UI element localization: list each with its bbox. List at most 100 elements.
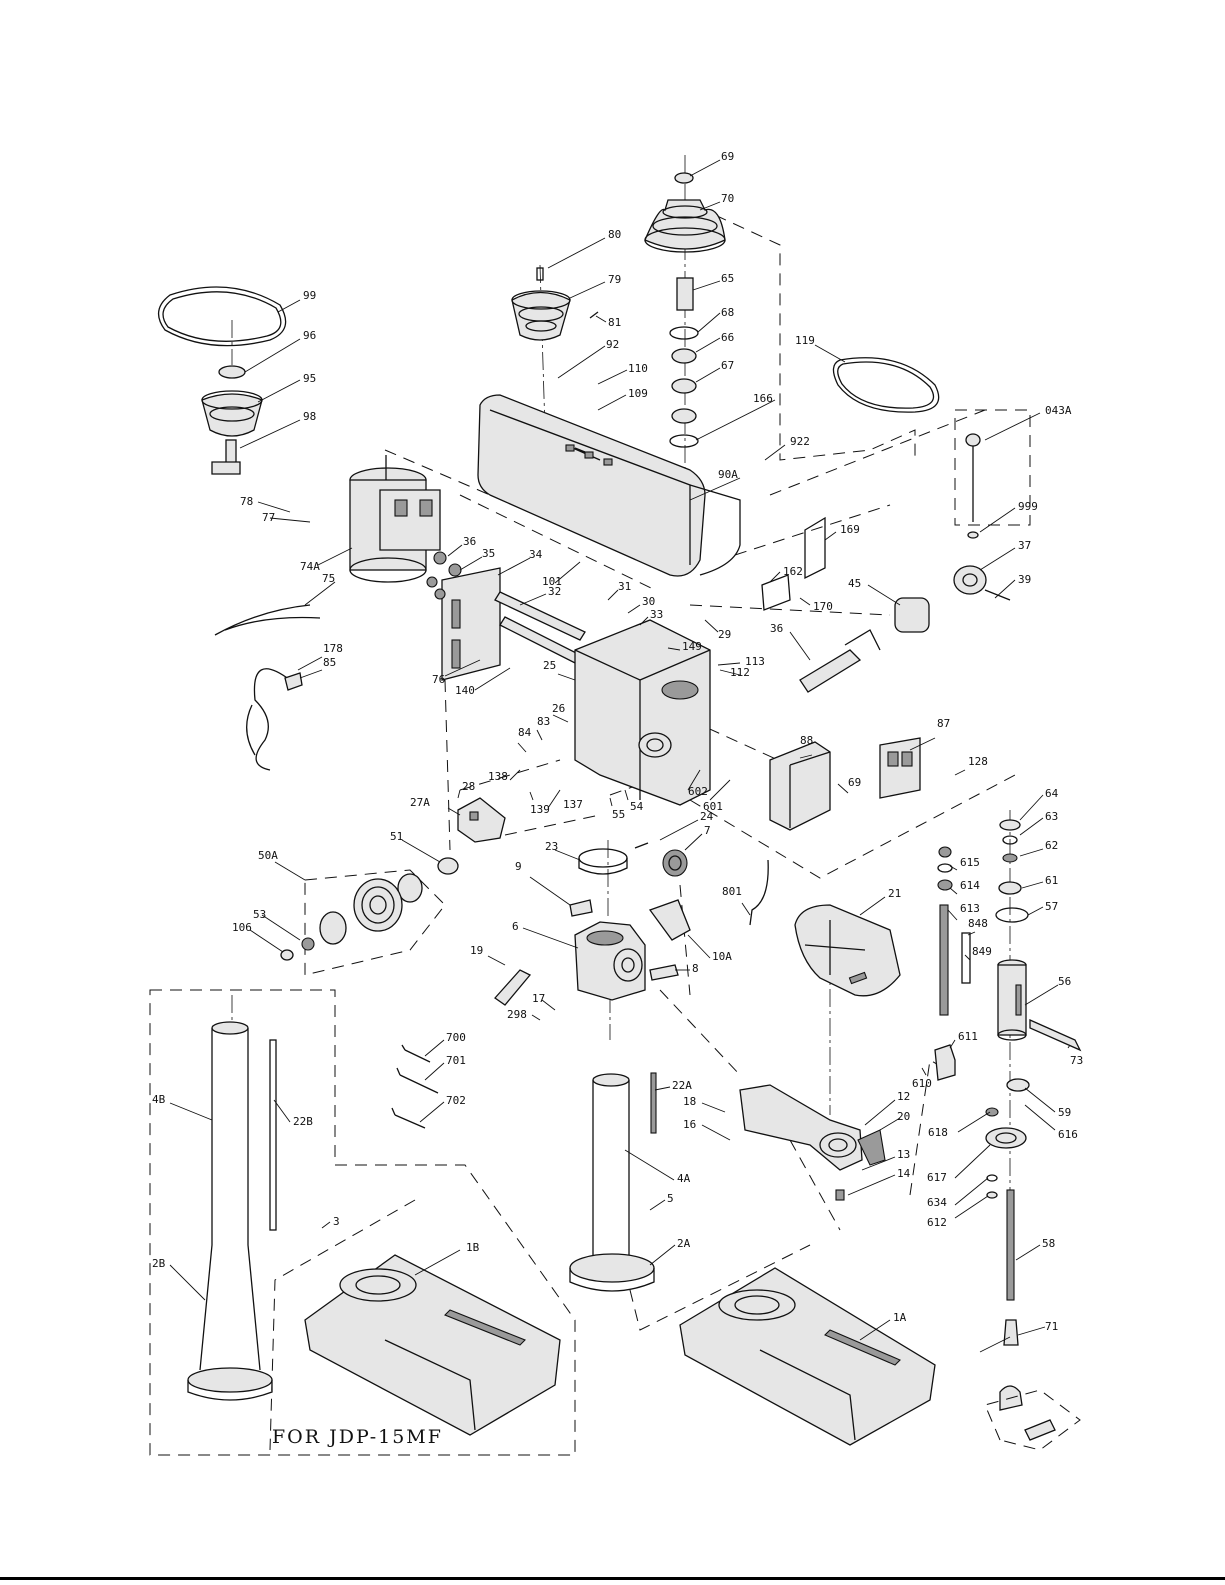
part-label-999: 999: [1018, 500, 1038, 513]
part-label-77: 77: [262, 511, 275, 524]
table-arm-12: [739, 1084, 886, 1201]
clamp-27A: [457, 797, 506, 843]
part-label-20: 20: [897, 1110, 910, 1123]
base-1A: [679, 1267, 936, 1446]
part-label-69: 69: [848, 776, 861, 789]
leader-lines: [169, 159, 1071, 1353]
part-label-67: 67: [721, 359, 734, 372]
part-label-613: 613: [960, 902, 980, 915]
part-label-616: 616: [1058, 1128, 1078, 1141]
part-label-4b: 4B: [152, 1093, 166, 1106]
part-label-119: 119: [795, 334, 815, 347]
part-label-612: 612: [927, 1216, 947, 1229]
part-label-78: 78: [240, 495, 253, 508]
part-label-922: 922: [790, 435, 810, 448]
column-4B: [187, 1021, 277, 1401]
part-label-12: 12: [897, 1090, 910, 1103]
part-label-61: 61: [1045, 874, 1058, 887]
cable-801: [749, 859, 769, 926]
part-label-29: 29: [718, 628, 731, 641]
part-label-137: 137: [563, 798, 583, 811]
collar-23: [578, 842, 688, 877]
motor-pulley-95: [201, 365, 263, 475]
part-label-1a: 1A: [893, 1311, 907, 1324]
pinion-shaft-36: [799, 565, 1011, 693]
part-label-32: 32: [548, 585, 561, 598]
motor-74A: [349, 455, 441, 583]
part-label-74a: 74A: [300, 560, 320, 573]
model-note: FOR JDP-15MF: [272, 1426, 443, 1448]
part-label-17: 17: [532, 992, 545, 1005]
part-label-55: 55: [612, 808, 625, 821]
work-table-21: [794, 904, 901, 997]
part-label-27a: 27A: [410, 796, 430, 809]
part-label-90a: 90A: [718, 468, 738, 481]
part-label-113: 113: [745, 655, 765, 668]
part-label-71: 71: [1045, 1320, 1058, 1333]
part-label-62: 62: [1045, 839, 1058, 852]
part-label-24: 24: [700, 810, 714, 823]
part-label-7: 7: [704, 824, 711, 837]
part-label-139: 139: [530, 803, 550, 816]
part-label-170: 170: [813, 600, 833, 613]
part-label-140: 140: [455, 684, 475, 697]
part-label-634: 634: [927, 1196, 947, 1209]
part-label-6: 6: [512, 920, 519, 933]
part-label-34: 34: [529, 548, 543, 561]
part-label-64: 64: [1045, 787, 1059, 800]
part-label-1b: 1B: [466, 1241, 480, 1254]
part-label-33: 33: [650, 608, 663, 621]
part-label-39: 39: [1018, 573, 1031, 586]
part-label-36: 36: [463, 535, 476, 548]
part-label-848: 848: [968, 917, 988, 930]
part-label-043a: 043A: [1045, 404, 1072, 417]
part-label-45: 45: [848, 577, 861, 590]
quill-bearings: [995, 819, 1029, 923]
part-label-22b: 22B: [293, 1115, 313, 1128]
part-label-801: 801: [722, 885, 742, 898]
part-label-88: 88: [800, 734, 813, 747]
part-label-617: 617: [927, 1171, 947, 1184]
part-label-112: 112: [730, 666, 750, 679]
part-label-101: 101: [542, 575, 562, 588]
belts: [158, 286, 940, 413]
part-label-31: 31: [618, 580, 631, 593]
part-label-53: 53: [253, 908, 266, 921]
part-label-5: 5: [667, 1192, 674, 1205]
part-label-95: 95: [303, 372, 316, 385]
part-label-98: 98: [303, 410, 316, 423]
quill-56: [997, 959, 1082, 1052]
part-label-298: 298: [507, 1008, 527, 1021]
part-label-110: 110: [628, 362, 648, 375]
spindle-pulley-70: [644, 172, 726, 448]
part-label-23: 23: [545, 840, 558, 853]
part-label-10a: 10A: [712, 950, 732, 963]
part-label-702: 702: [446, 1094, 466, 1107]
part-label-87: 87: [937, 717, 950, 730]
part-label-73: 73: [1070, 1054, 1083, 1067]
part-label-50a: 50A: [258, 849, 278, 862]
hex-keys: [391, 1044, 439, 1129]
part-label-56: 56: [1058, 975, 1071, 988]
part-label-618: 618: [928, 1126, 948, 1139]
part-label-4a: 4A: [677, 1172, 691, 1185]
part-label-79: 79: [608, 273, 621, 286]
part-label-166: 166: [753, 392, 773, 405]
power-cords: [214, 604, 321, 771]
part-label-75: 75: [322, 572, 335, 585]
part-label-21: 21: [888, 887, 901, 900]
part-label-65: 65: [721, 272, 734, 285]
column-4A: [569, 1072, 657, 1292]
part-label-59: 59: [1058, 1106, 1071, 1119]
motor-pulley-79: [511, 267, 599, 341]
part-label-18: 18: [683, 1095, 696, 1108]
label-plates: [761, 516, 826, 611]
part-label-611: 611: [958, 1030, 978, 1043]
part-label-128: 128: [968, 755, 988, 768]
part-label-178: 178: [323, 642, 343, 655]
part-label-169: 169: [840, 523, 860, 536]
part-label-80: 80: [608, 228, 621, 241]
part-label-63: 63: [1045, 810, 1058, 823]
